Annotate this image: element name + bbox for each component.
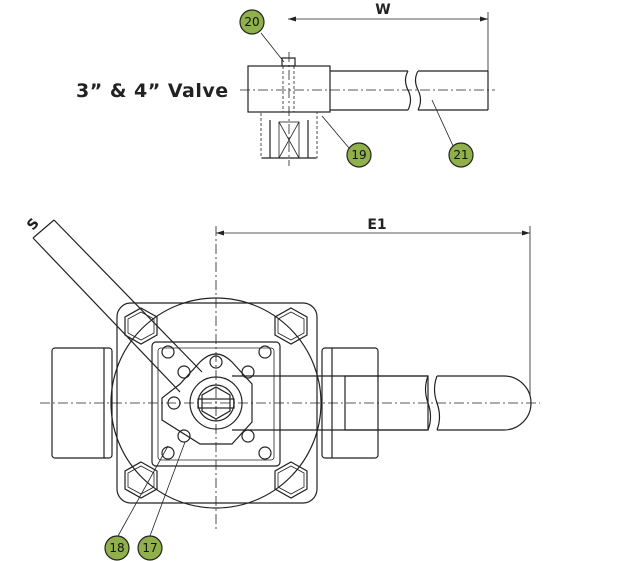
balloon-21-label: 21 bbox=[453, 148, 468, 162]
valve-plan-view: E1 bbox=[24, 215, 540, 537]
balloon-21: 21 bbox=[448, 142, 474, 168]
balloon-19: 19 bbox=[346, 142, 372, 168]
dimension-e1-label: E1 bbox=[367, 217, 386, 233]
balloon-19-label: 19 bbox=[351, 148, 366, 162]
bolt-top-left bbox=[124, 307, 158, 345]
balloon-17: 17 bbox=[137, 535, 163, 561]
bolt-bottom-right bbox=[274, 461, 308, 499]
balloon-20: 20 bbox=[239, 9, 265, 35]
dimension-w-label: W bbox=[375, 2, 390, 18]
balloon-18: 18 bbox=[104, 535, 130, 561]
bolt-bottom-left bbox=[124, 461, 158, 499]
balloon-20-label: 20 bbox=[244, 15, 259, 29]
bolt-top-right bbox=[274, 307, 308, 345]
balloon-17-label: 17 bbox=[142, 541, 157, 555]
dimension-s-label: S bbox=[24, 215, 43, 233]
balloon-18-label: 18 bbox=[109, 541, 124, 555]
valve-size-title: 3” & 4” Valve bbox=[76, 80, 229, 102]
handle-top-view: W bbox=[240, 2, 495, 166]
